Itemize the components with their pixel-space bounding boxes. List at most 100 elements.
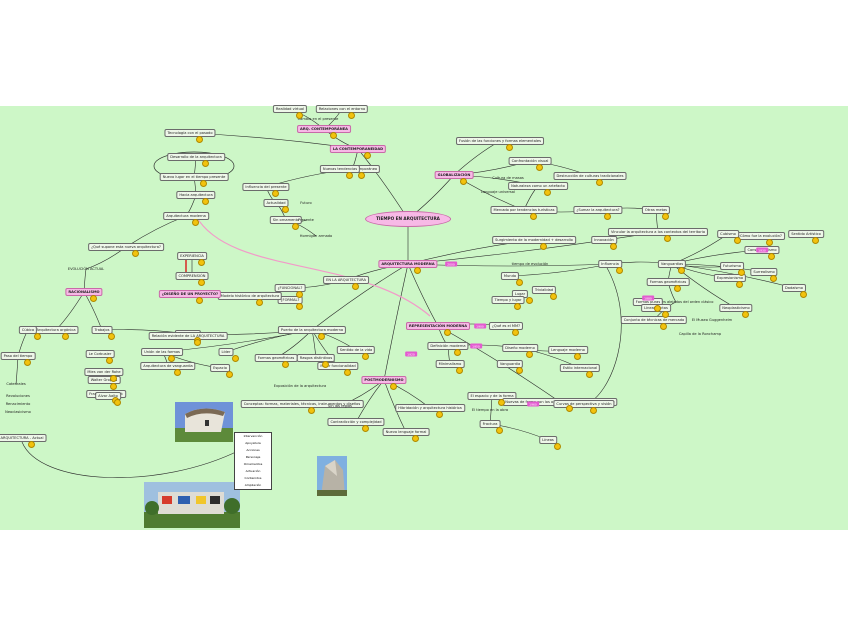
node-hibridacion[interactable]: Hibridación y arquitectura histórica	[395, 404, 465, 412]
node-tiempo-lugar[interactable]: Tiempo y lugar	[491, 296, 525, 304]
node-sentido[interactable]: Sentido Artístico	[788, 230, 824, 238]
node-paso-tiempo[interactable]: Paso del tiempo	[0, 352, 36, 360]
node-vinculo[interactable]: Vincular la arquitectura a los contextos…	[607, 228, 709, 236]
node-formas-geometricas[interactable]: Formas geométricas	[254, 354, 298, 362]
node-representacion[interactable]: REPRESENTACIÓN MODERNA	[406, 322, 470, 330]
node-tiempo-ev[interactable]: tiempo de evolución	[511, 262, 549, 266]
node-realidad[interactable]: Realidad virtual	[272, 105, 308, 113]
node-formas[interactable]: Formas geométricas	[646, 278, 690, 286]
node-mundo[interactable]: Mundo	[500, 272, 520, 280]
node-moderna[interactable]: ARQUITECTURA MODERNA	[378, 260, 438, 268]
node-catedrales[interactable]: Catedrales	[6, 382, 26, 386]
node-tecnologia[interactable]: Tecnología con el pasado	[164, 129, 216, 137]
node-que-es[interactable]: ¿Qué es el MM?	[488, 322, 524, 330]
node-cultura-masas[interactable]: Cultura de masas	[492, 176, 524, 180]
node-mies[interactable]: Mies van der Rohe	[84, 368, 124, 376]
node-nuevas-tendencias[interactable]: Nuevas tendencias	[319, 165, 361, 173]
node-hormigon[interactable]: Hormigón armado	[299, 234, 333, 238]
node-arquitectura-actual[interactable]: ¿Qué supone esta nueva arquitectura?	[88, 243, 164, 251]
node-aalto[interactable]: Alvar Aalto	[95, 392, 121, 400]
node-comprension[interactable]: COMPRENSIÓN	[175, 272, 209, 280]
node-futuro[interactable]: Futuro	[300, 201, 312, 205]
node-arquitectura[interactable]: EN LA ARQUITECTURA	[323, 276, 369, 284]
node-innovacion[interactable]: Innovación	[591, 236, 617, 244]
node-renacimiento[interactable]: Renacimiento	[5, 402, 31, 406]
node-contradiccion[interactable]: Contradicción y complejidad	[327, 418, 385, 426]
node-guggenheim[interactable]: El Museo Guggenheim	[691, 318, 733, 322]
node-presente[interactable]: Presente	[298, 218, 314, 222]
node-lineas-temp[interactable]: Líneas	[539, 436, 557, 444]
node-surrealismo[interactable]: Surrealismo	[750, 268, 778, 276]
node-mercado[interactable]: Mercado por tendencias turísticas	[490, 206, 558, 214]
node-exposicion[interactable]: Exposición de la arquitectura	[273, 384, 327, 388]
node-evolucion-q[interactable]: ¿Cómo fue la evolución?	[735, 232, 785, 240]
node-funcional[interactable]: ¿FUNCIONAL?	[274, 284, 306, 292]
node-espacio[interactable]: Espacio	[210, 364, 230, 372]
node-puerto[interactable]: Puerto de la arquitectura moderna	[277, 326, 347, 334]
node-le-corbusier[interactable]: Le Corbusier	[85, 350, 115, 358]
node-neoplasticismo[interactable]: Neoplasticismo	[719, 304, 753, 312]
node-lenguaje-mod[interactable]: Lenguaje moderno	[548, 346, 588, 354]
node-actualidad[interactable]: Actualidad	[263, 199, 289, 207]
node-diseno[interactable]: ¿DISEÑO DE UN PROYECTO?	[158, 290, 222, 298]
node-diseno-mod[interactable]: Diseño moderno	[502, 344, 538, 352]
node-lider[interactable]: Líder	[218, 348, 234, 356]
node-lenguaje[interactable]: Lenguaje universal	[481, 190, 515, 194]
node-cambio[interactable]: Cambio en el presente	[297, 117, 339, 121]
node-fractura[interactable]: Fractura	[479, 420, 501, 428]
node-capilla[interactable]: Capilla de la Ronchamp	[678, 332, 722, 336]
root-node[interactable]: TIEMPO EN ARQUITECTURA	[365, 211, 451, 227]
node-globalizacion[interactable]: GLOBALIZACIÓN	[434, 171, 474, 179]
node-naturaleza[interactable]: Naturaleza como un artefacto	[508, 182, 568, 190]
node-sin-reglas[interactable]: Sin las reglas	[328, 404, 352, 408]
node-el-espacio[interactable]: El espacio y de la forma	[467, 392, 517, 400]
node-definicion[interactable]: Definición moderna	[427, 342, 469, 350]
node-formal[interactable]: ¿FORMAL?	[277, 296, 303, 304]
node-contemporanea[interactable]: ARQ. CONTEMPORÁNEA	[297, 125, 351, 133]
node-vanguardias[interactable]: Vanguardias	[657, 260, 687, 268]
node-el-tiempo[interactable]: El tiempo en la obra	[471, 408, 509, 412]
node-evolucion-actual[interactable]: EVOLUCIÓN ACTUAL	[67, 267, 105, 271]
node-sentido-vida[interactable]: Sentido de la vida	[336, 346, 376, 354]
node-mejor[interactable]: Mejor funcionalidad	[317, 362, 359, 370]
node-conceptos[interactable]: Conceptos: formas, materiales, técnicas,…	[240, 400, 364, 408]
node-destruccion[interactable]: Destrucción de culturas tradicionales	[553, 172, 627, 180]
node-organica[interactable]: Arquitectura orgánica	[33, 326, 79, 334]
node-cubica[interactable]: Cúbica	[18, 326, 38, 334]
node-curvas[interactable]: Curvas de perspectiva y visión	[553, 400, 615, 408]
node-modernidad-arq[interactable]: Rasgos distintivos	[296, 354, 336, 362]
node-influencia-pasado[interactable]: Influencia del presente	[242, 183, 290, 191]
node-trabajos[interactable]: Trabajos	[91, 326, 113, 334]
node-minimalismo[interactable]: Minimalismo	[435, 360, 465, 368]
node-nuevo-lenguaje[interactable]: Nuevo lenguaje formal	[382, 428, 430, 436]
node-fusion[interactable]: Fusión de las funciones y formas element…	[456, 137, 544, 145]
node-otras[interactable]: Otras metas	[641, 206, 671, 214]
node-paso-del-tiempo[interactable]: Relación evidente de LA ARQUITECTURA	[148, 332, 228, 340]
node-pasado-presente[interactable]: Nuevo lugar en el tiempo presente	[159, 173, 229, 181]
node-sumar[interactable]: ¿Sumar la arquitectura?	[573, 206, 623, 214]
node-union[interactable]: Unión de las formas	[141, 348, 183, 356]
node-experiencia[interactable]: EXPERIENCIA	[177, 252, 207, 260]
node-desarrollo[interactable]: Desarrollo de la arquitectura	[167, 153, 225, 161]
node-sin-ornamento[interactable]: Sin ornamento	[269, 216, 303, 224]
node-surgimiento[interactable]: Surgimiento de la modernidad + desarroll…	[492, 236, 576, 244]
node-arquitectura-exp[interactable]: Arquitectura de vanguardia	[140, 362, 196, 370]
node-revoluciones[interactable]: Revoluciones	[6, 394, 30, 398]
node-racionalismo[interactable]: RACIONALISMO	[65, 288, 103, 296]
node-confrontacion[interactable]: Confrontación visual	[508, 157, 552, 165]
node-influencia[interactable]: Influencia	[598, 260, 622, 268]
node-gropius[interactable]: Walter Gropius	[87, 376, 121, 384]
node-arq-actual[interactable]: ARQUITECTURA - Actual	[0, 434, 47, 442]
node-expresionismo[interactable]: Expresionismo	[713, 274, 747, 282]
node-futurismo[interactable]: Futurismo	[720, 262, 744, 270]
node-arquitectura-moderna-q[interactable]: Arquitectura moderna	[163, 212, 209, 220]
node-modelo[interactable]: Modelo histórico de arquitectura	[217, 292, 283, 300]
node-hacia-arquitectura[interactable]: Hacia arquitectura	[176, 191, 216, 199]
node-relaciones[interactable]: Relaciones con el entorno	[315, 105, 369, 113]
node-estilo[interactable]: Estilo internacional	[559, 364, 601, 372]
node-postmodernismo[interactable]: POSTMODERNISMO	[361, 376, 407, 384]
node-trivialidad[interactable]: Trivialidad	[531, 286, 557, 294]
node-conjunto[interactable]: Conjunto de técnicas de mercado	[620, 316, 688, 324]
node-cubismo[interactable]: Cubismo	[717, 230, 739, 238]
node-dadaismo[interactable]: Dadaísmo	[781, 284, 807, 292]
